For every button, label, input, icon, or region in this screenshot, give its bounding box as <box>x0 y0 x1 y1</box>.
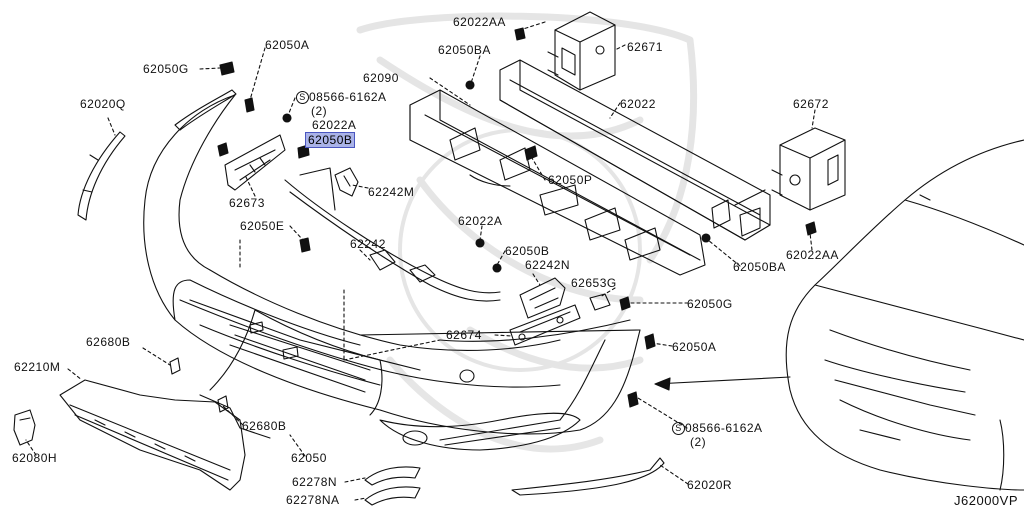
label-62022aa-top[interactable]: 62022AA <box>453 15 506 29</box>
label-62242[interactable]: 62242 <box>350 237 386 251</box>
locator-arrow <box>654 376 791 385</box>
fog-cover-62278na <box>364 486 421 506</box>
bracket-62653g <box>589 293 611 311</box>
label-62672[interactable]: 62672 <box>793 97 829 111</box>
circled-s-icon: S <box>672 422 685 436</box>
fog-cover-62278n <box>364 466 421 486</box>
label-62020q[interactable]: 62020Q <box>80 97 126 111</box>
label-62210m[interactable]: 62210M <box>14 360 61 374</box>
stay-62671 <box>547 11 616 91</box>
label-62242m[interactable]: 62242M <box>368 185 415 199</box>
label-62653g[interactable]: 62653G <box>571 276 617 290</box>
label-62020r[interactable]: 62020R <box>687 478 733 492</box>
label-62022a-top[interactable]: 62022A <box>312 118 357 132</box>
label-62050b-mid[interactable]: 62050B <box>505 244 550 258</box>
bracket-62242m <box>334 167 359 197</box>
label-62278n[interactable]: 62278N <box>292 475 338 489</box>
label-62673[interactable]: 62673 <box>229 196 265 210</box>
label-62050e[interactable]: 62050E <box>240 219 285 233</box>
seal-62020q <box>77 131 126 221</box>
label-62022a-mid[interactable]: 62022A <box>458 214 503 228</box>
label-62278na[interactable]: 62278NA <box>286 493 340 507</box>
label-62050a-right[interactable]: 62050A <box>672 340 717 354</box>
diagram-code: J62000VP <box>954 493 1018 508</box>
label-62090[interactable]: 62090 <box>363 71 399 85</box>
label-62050g-right[interactable]: 62050G <box>687 297 733 311</box>
bracket-62673 <box>224 134 286 191</box>
label-62680b-low[interactable]: 62680B <box>242 419 287 433</box>
label-08566-qty-top: (2) <box>311 104 328 118</box>
label-62050[interactable]: 62050 <box>291 451 327 465</box>
moulding-62020r <box>511 457 665 496</box>
label-62050ba-right[interactable]: 62050BA <box>733 260 786 274</box>
reinforcement-62022 <box>499 59 771 241</box>
label-62680b-left[interactable]: 62680B <box>86 335 131 349</box>
label-62242n[interactable]: 62242N <box>525 258 571 272</box>
bracket-62242n <box>519 277 566 319</box>
clip-62080h <box>13 409 36 446</box>
bumper-fascia-62050 <box>143 94 641 451</box>
label-62050p[interactable]: 62050P <box>548 173 593 187</box>
stay-62672 <box>771 127 846 211</box>
bracket-62674 <box>509 304 581 346</box>
label-62050g-top[interactable]: 62050G <box>143 62 189 76</box>
label-62050ba-top[interactable]: 62050BA <box>438 43 491 57</box>
label-62022[interactable]: 62022 <box>620 97 656 111</box>
upper-seal <box>174 89 237 131</box>
clip-62680b-a <box>169 357 181 375</box>
absorber-62090 <box>409 89 706 276</box>
retainer-62242 <box>284 167 501 302</box>
circled-s-icon: S <box>296 91 309 105</box>
label-62050b-top-highlighted[interactable]: 62050B <box>304 132 356 148</box>
label-08566-qty-low: (2) <box>690 435 707 449</box>
fasteners <box>217 27 817 408</box>
watermark-emblem <box>356 12 698 453</box>
label-62050a-top[interactable]: 62050A <box>265 38 310 52</box>
label-62671[interactable]: 62671 <box>627 40 663 54</box>
label-62080h[interactable]: 62080H <box>12 451 58 465</box>
label-62674[interactable]: 62674 <box>446 328 482 342</box>
clip-62680b-b <box>217 395 229 413</box>
label-62022aa-right[interactable]: 62022AA <box>786 248 839 262</box>
car-outline <box>785 139 1024 491</box>
undercover-62210m <box>59 379 246 491</box>
